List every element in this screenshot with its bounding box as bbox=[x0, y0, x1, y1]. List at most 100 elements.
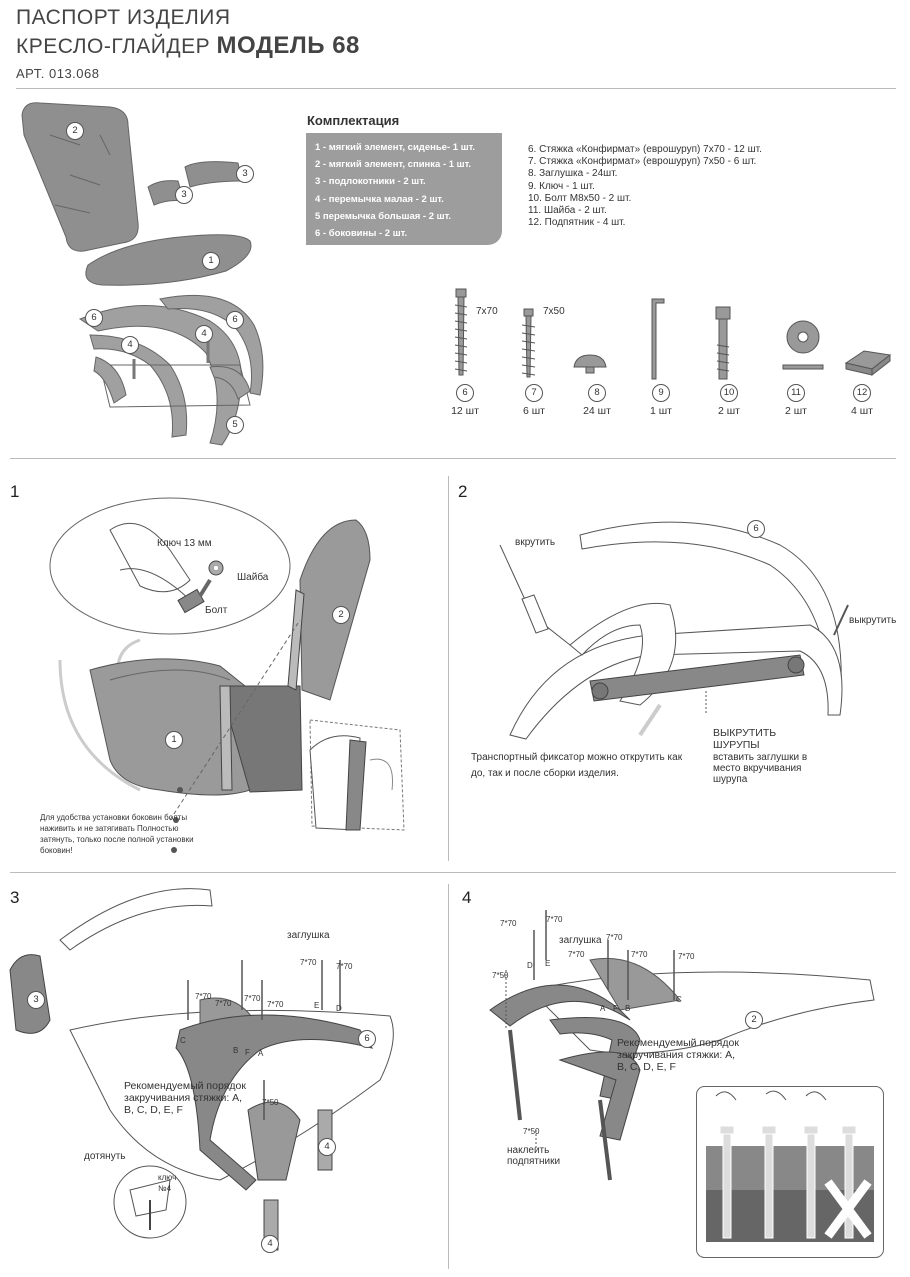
step3-letter: C bbox=[180, 1036, 186, 1045]
hw-size-7x70: 7х70 bbox=[476, 306, 498, 317]
overview-label-4b: 4 bbox=[121, 334, 139, 354]
step4-letter: A bbox=[600, 1004, 606, 1013]
hw-size-7x50: 7х50 bbox=[543, 306, 565, 317]
confirmat-inset bbox=[696, 1086, 884, 1258]
kit-item: 6 - боковины - 2 шт. bbox=[315, 228, 408, 240]
step3-letter: A bbox=[258, 1049, 264, 1058]
title-prefix: КРЕСЛО-ГЛАЙДЕР bbox=[16, 35, 211, 58]
step4-letter: C bbox=[676, 995, 682, 1004]
divider-vertical bbox=[448, 476, 449, 861]
step3-screw-label: 7*70 bbox=[300, 958, 317, 967]
step4-illustration bbox=[489, 910, 875, 1181]
step2-warn-text: вставить заглушки в место вкручивания шу… bbox=[713, 752, 808, 785]
step3-key: ключ №4 bbox=[158, 1173, 177, 1193]
overview-label-2: 2 bbox=[66, 120, 84, 140]
hardware-list-item: 7. Стяжка «Конфирмат» (еврошуруп) 7х50 -… bbox=[528, 156, 757, 168]
step3-letter: F bbox=[245, 1048, 250, 1057]
step3-part-3: 3 bbox=[27, 989, 45, 1009]
step4-screw-label: 7*50 bbox=[523, 1127, 540, 1136]
hardware-icons bbox=[454, 288, 892, 380]
overview-label-4a: 4 bbox=[195, 323, 213, 343]
overview-label-1: 1 bbox=[202, 250, 220, 270]
hardware-list-item: 12. Подпятник - 4 шт. bbox=[528, 217, 626, 229]
step4-screw-label: 7*70 bbox=[678, 952, 695, 961]
step3-screw-label: 7*70 bbox=[195, 992, 212, 1001]
overview-label-3a: 3 bbox=[236, 163, 254, 183]
step1-note: Для удобства установки боковин болты наж… bbox=[40, 813, 194, 855]
overview-label-3b: 3 bbox=[175, 184, 193, 204]
step4-letter: E bbox=[545, 959, 551, 968]
kit-item: 5 перемычка большая - 2 шт. bbox=[315, 210, 452, 222]
step-3-number: 3 bbox=[10, 888, 20, 907]
step2-part-6: 6 bbox=[747, 518, 765, 538]
step3-screw-label: 7*70 bbox=[267, 1000, 284, 1009]
step-1-number: 1 bbox=[10, 482, 20, 501]
hardware-list-item: 8. Заглушка - 24шт. bbox=[528, 168, 618, 180]
step4-plug-label: заглушка bbox=[559, 935, 602, 946]
step3-illustration bbox=[9, 888, 394, 1251]
kit-item: 4 - перемычка малая - 2 шт. bbox=[315, 193, 444, 205]
kit-item: 1 - мягкий элемент, сиденье- 1 шт. bbox=[315, 142, 476, 153]
step3-letter: D bbox=[336, 1004, 342, 1013]
step4-letter: F bbox=[613, 1004, 618, 1013]
step-2-number: 2 bbox=[458, 482, 468, 501]
step2-screw-out: выкрутить bbox=[849, 615, 897, 626]
step3-tighten: дотянуть bbox=[84, 1151, 126, 1162]
step2-warn-title: ВЫКРУТИТЬ ШУРУПЫ bbox=[713, 727, 777, 751]
step3-letter: E bbox=[314, 1001, 320, 1010]
overview-label-6a: 6 bbox=[85, 307, 103, 327]
step1-washer-label: Шайба bbox=[237, 572, 269, 583]
hardware-list-item: 6. Стяжка «Конфирмат» (еврошуруп) 7х70 -… bbox=[528, 144, 762, 155]
kit-boxed-list: 1 - мягкий элемент, сиденье- 1 шт. 2 - м… bbox=[306, 133, 502, 245]
step4-screw-label: 7*70 bbox=[500, 919, 517, 928]
divider-vertical bbox=[448, 884, 449, 1269]
step4-screw-label: 7*70 bbox=[568, 950, 585, 959]
step3-screw-label: 7*50 bbox=[262, 1098, 279, 1107]
step2-note: Транспортный фиксатор можно открутить ка… bbox=[471, 752, 683, 779]
page-title-line2: КРЕСЛО-ГЛАЙДЕР МОДЕЛЬ 68 bbox=[16, 32, 360, 60]
chair-exploded-view bbox=[21, 102, 264, 446]
step3-screw-label: 7*70 bbox=[244, 994, 261, 1003]
step3-plug-label: заглушка bbox=[287, 930, 330, 941]
step3-screw-label: 7*70 bbox=[336, 962, 353, 971]
step2-screw-in: вкрутить bbox=[515, 537, 556, 548]
step1-part-1: 1 bbox=[165, 729, 183, 749]
kit-item: 2 - мягкий элемент, спинка - 1 шт. bbox=[315, 159, 472, 171]
divider bbox=[16, 88, 896, 89]
step4-order: Рекомендуемый порядок закручивания стяжк… bbox=[617, 1037, 739, 1073]
step3-letter: B bbox=[233, 1046, 239, 1055]
overview-label-6b: 6 bbox=[226, 309, 244, 329]
step3-screw-label: 7*70 bbox=[215, 999, 232, 1008]
article-number: АРТ. 013.068 bbox=[16, 66, 100, 81]
step3-part-4b: 4 bbox=[261, 1233, 279, 1253]
step4-letter: B bbox=[625, 1004, 631, 1013]
step1-part-2: 2 bbox=[332, 604, 350, 624]
hardware-list-item: 9. Ключ - 1 шт. bbox=[528, 180, 595, 192]
divider bbox=[10, 872, 896, 873]
hardware-list-item: 11. Шайба - 2 шт. bbox=[528, 205, 607, 217]
hardware-list-item: 10. Болт М8х50 - 2 шт. bbox=[528, 192, 632, 204]
step4-back-part: 2 bbox=[745, 1009, 763, 1029]
page-title-line1: ПАСПОРТ ИЗДЕЛИЯ bbox=[16, 6, 231, 29]
kit-title: Комплектация bbox=[307, 113, 400, 128]
step3-part-4a: 4 bbox=[318, 1136, 336, 1156]
step4-feet: наклеить подпятники bbox=[507, 1145, 561, 1167]
step3-part-6: 6 bbox=[358, 1028, 376, 1048]
step1-key-label: Ключ 13 мм bbox=[157, 538, 212, 549]
step1-bolt-label: Болт bbox=[205, 605, 228, 616]
hardware-list: 6. Стяжка «Конфирмат» (еврошуруп) 7х70 -… bbox=[528, 144, 762, 229]
step-4-number: 4 bbox=[462, 888, 472, 907]
overview-label-5: 5 bbox=[226, 414, 244, 434]
model-name: МОДЕЛЬ 68 bbox=[216, 32, 360, 59]
step4-screw-label: 7*70 bbox=[606, 933, 623, 942]
step4-screw-label: 7*70 bbox=[631, 950, 648, 959]
step3-order: Рекомендуемый порядок закручивания стяжк… bbox=[124, 1080, 246, 1116]
step4-letter: D bbox=[527, 961, 533, 970]
